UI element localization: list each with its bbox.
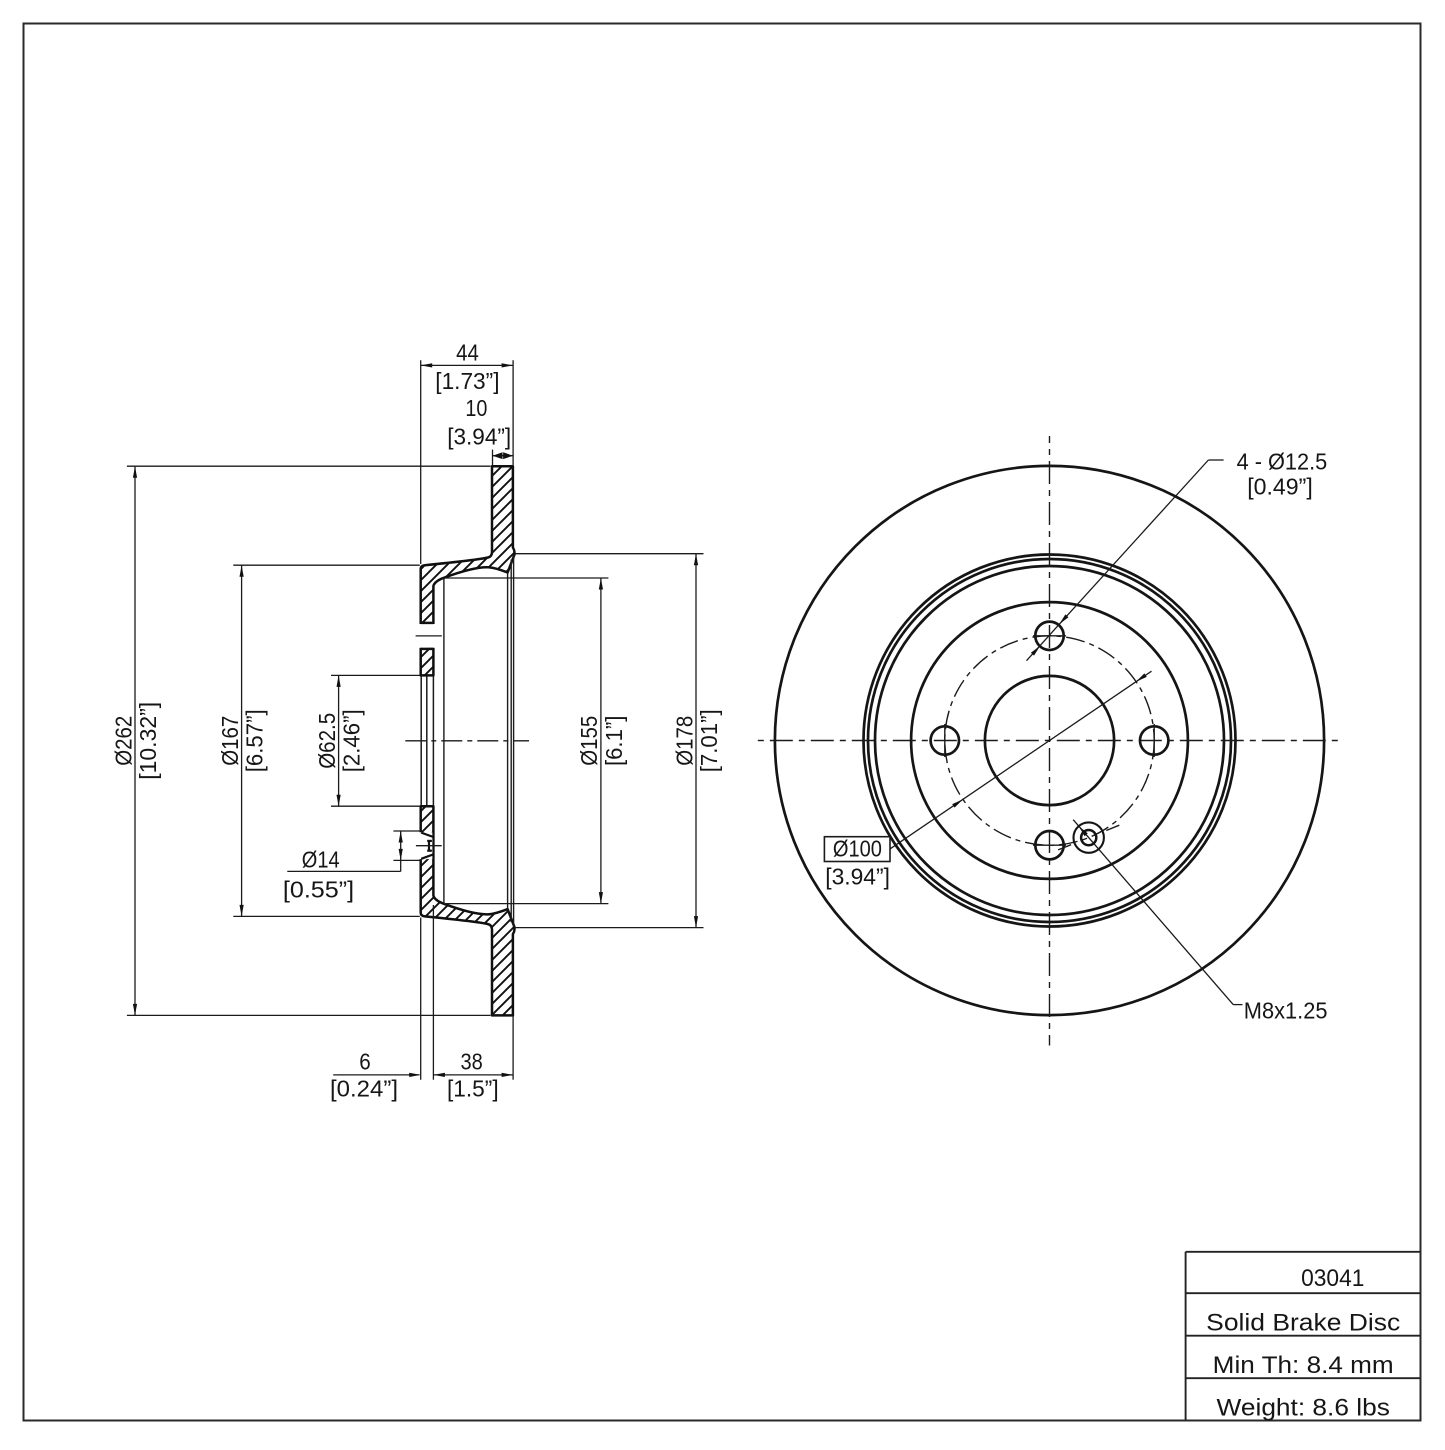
svg-text:4 - Ø12.5: 4 - Ø12.5 (1237, 448, 1328, 474)
svg-text:[0.55”]: [0.55”] (283, 877, 354, 903)
svg-text:[7.01”]: [7.01”] (696, 709, 722, 772)
svg-text:[6.57”]: [6.57”] (242, 709, 268, 772)
svg-text:6: 6 (359, 1049, 371, 1075)
svg-text:Ø262: Ø262 (110, 716, 136, 766)
svg-text:03041: 03041 (1301, 1265, 1364, 1292)
svg-text:44: 44 (456, 339, 479, 365)
svg-text:[1.5”]: [1.5”] (447, 1076, 499, 1102)
svg-text:[6.1”]: [6.1”] (601, 716, 627, 767)
svg-text:Ø14: Ø14 (302, 847, 340, 873)
svg-text:[2.46”]: [2.46”] (339, 709, 365, 772)
svg-text:[3.94”]: [3.94”] (825, 863, 890, 889)
svg-text:10: 10 (465, 395, 487, 421)
svg-text:[10.32”]: [10.32”] (135, 702, 161, 780)
svg-text:Ø62.5: Ø62.5 (314, 713, 340, 769)
svg-text:Solid Brake Disc: Solid Brake Disc (1206, 1310, 1400, 1337)
svg-text:[3.94”]: [3.94”] (447, 423, 511, 449)
svg-text:Ø167: Ø167 (217, 716, 243, 766)
svg-text:[0.49”]: [0.49”] (1247, 474, 1313, 500)
svg-text:Ø100: Ø100 (833, 835, 882, 861)
svg-text:38: 38 (460, 1049, 482, 1075)
svg-text:Min Th: 8.4 mm: Min Th: 8.4 mm (1213, 1352, 1394, 1379)
svg-text:[1.73”]: [1.73”] (435, 368, 499, 394)
svg-text:Ø178: Ø178 (671, 716, 697, 766)
svg-text:Ø155: Ø155 (576, 716, 602, 766)
svg-text:[0.24”]: [0.24”] (330, 1076, 398, 1102)
svg-text:M8x1.25: M8x1.25 (1244, 997, 1328, 1023)
svg-text:Weight: 8.6 lbs: Weight: 8.6 lbs (1217, 1394, 1390, 1421)
